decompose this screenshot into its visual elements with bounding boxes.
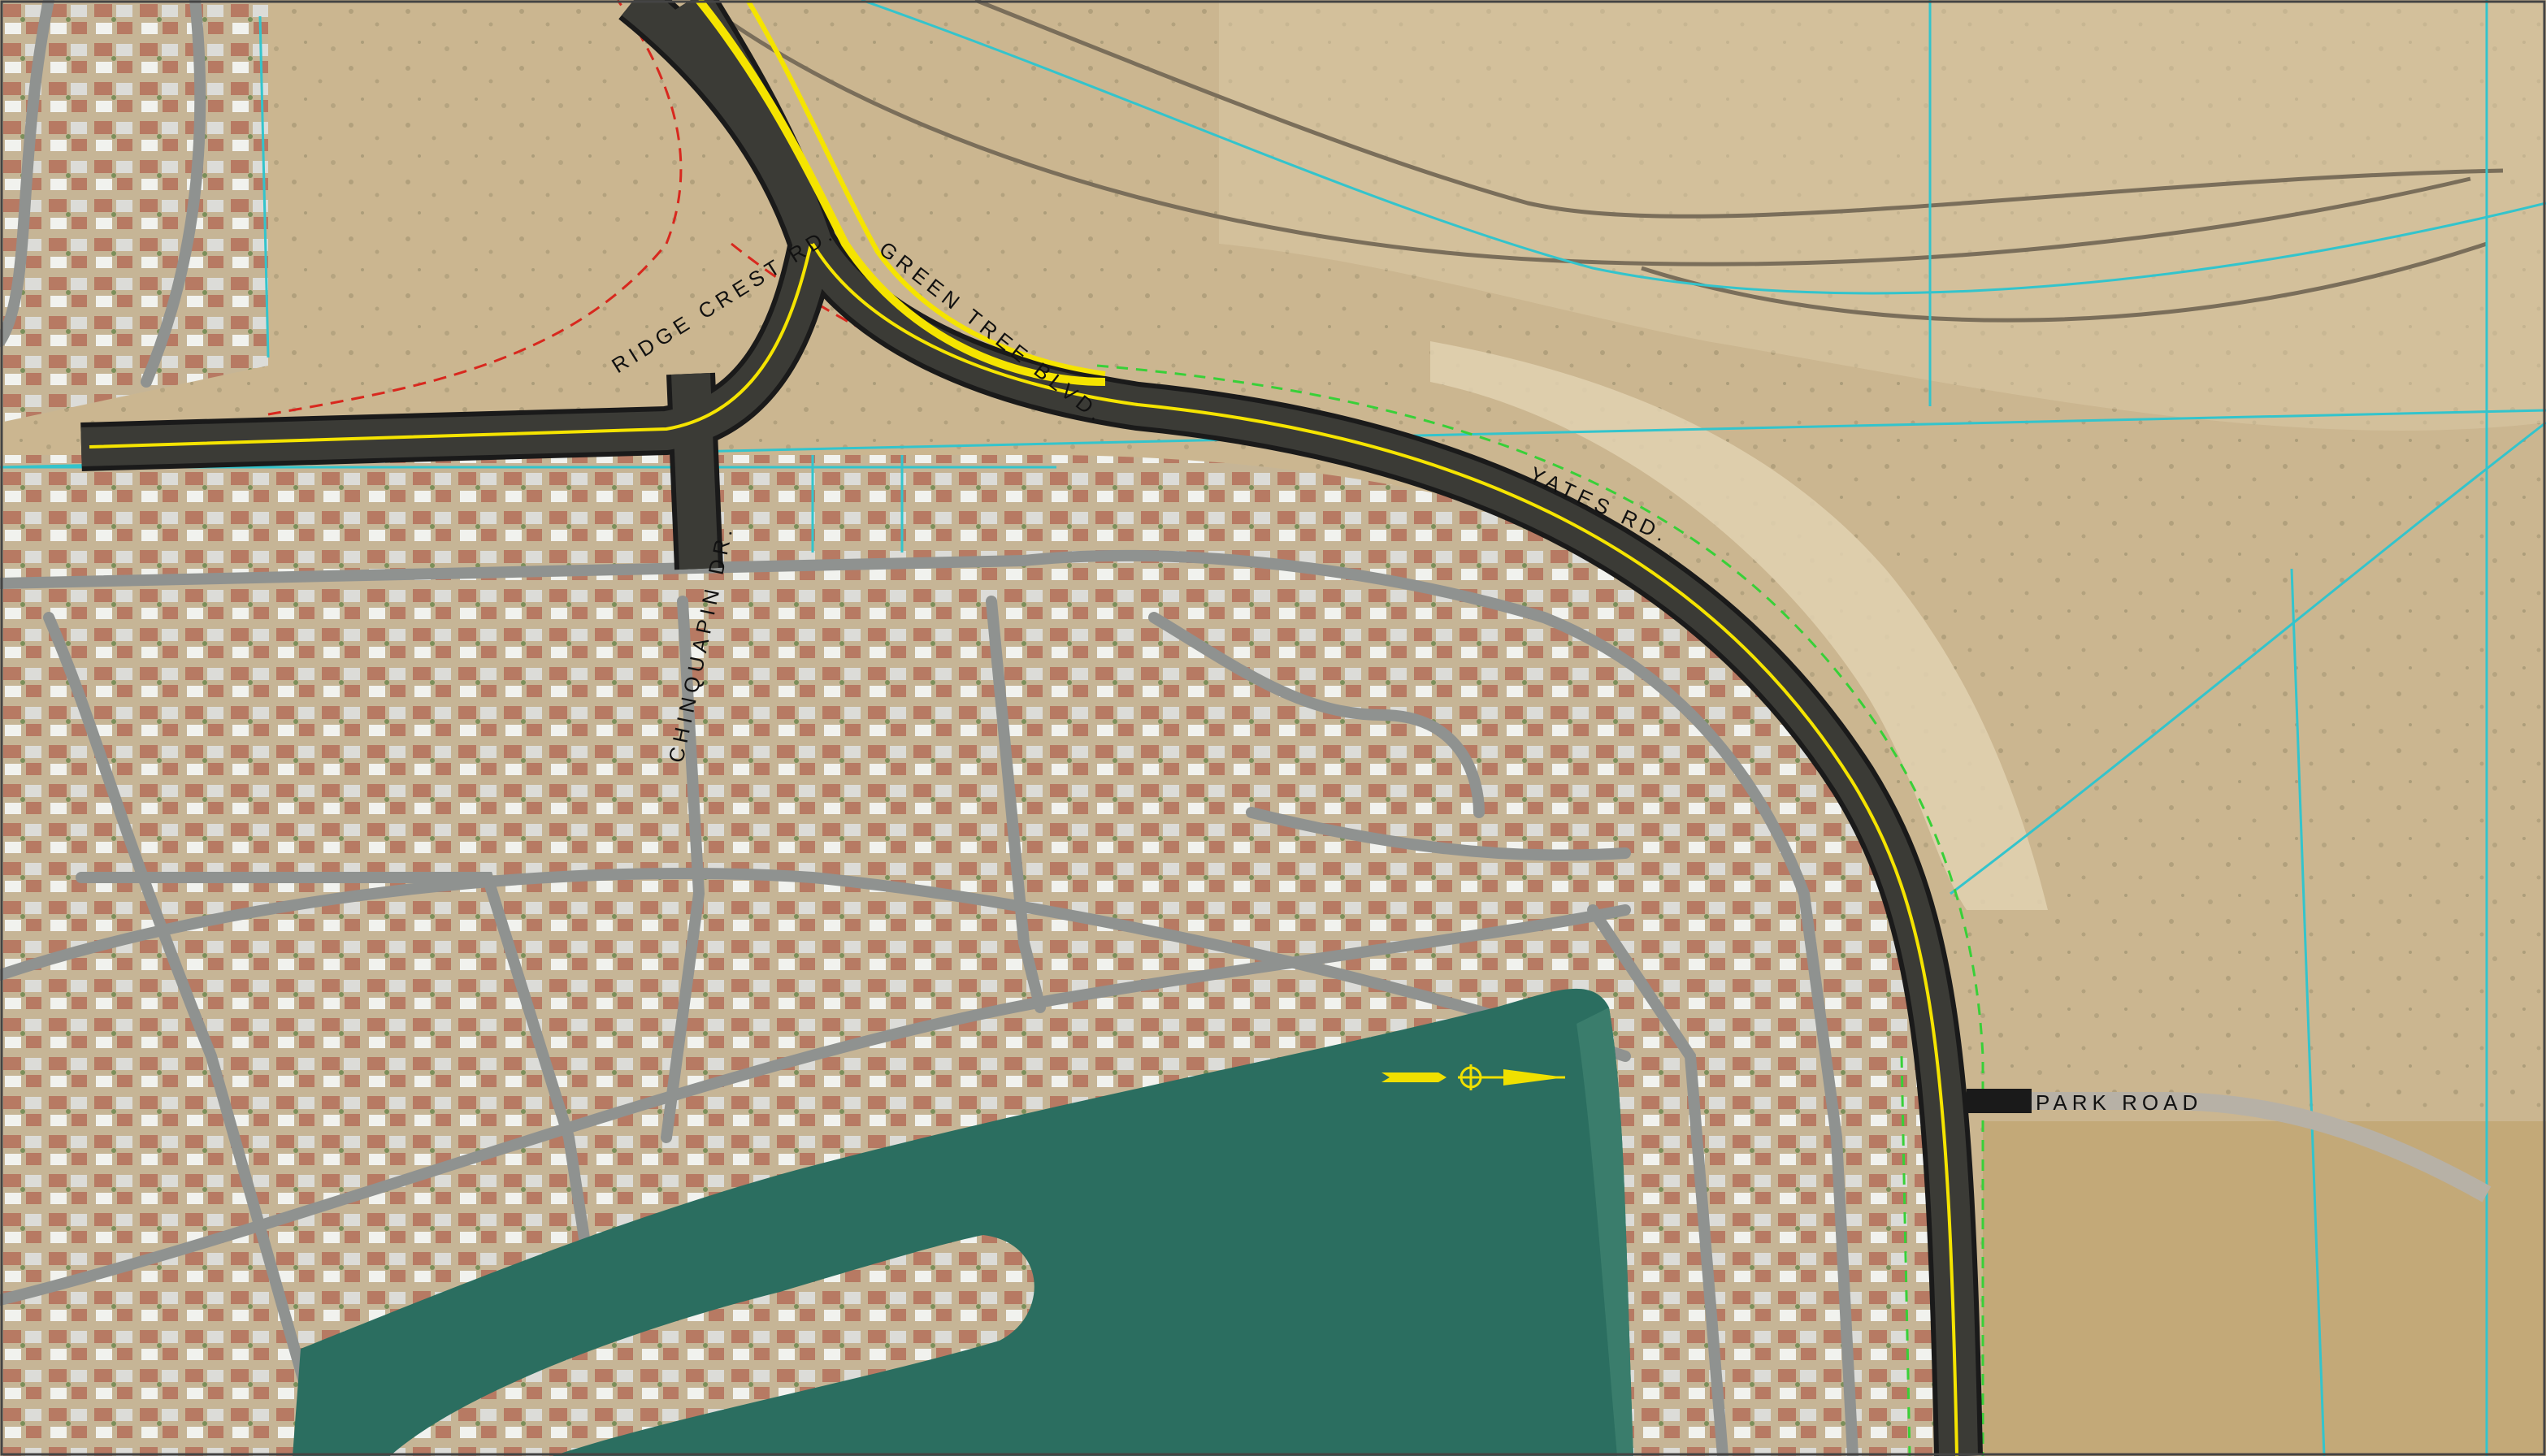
local-streets [0, 0, 1859, 1456]
north-arrow-icon [1381, 1064, 1565, 1090]
main-roadway [80, 0, 2492, 1456]
wash-north-area [1219, 0, 2546, 431]
dry-wash-channel [1430, 341, 2048, 910]
lake-island-peninsula [390, 1235, 1034, 1456]
construction-limit-green [1096, 364, 1984, 1456]
railroad-tracks [697, 0, 2504, 323]
lake-shallow-edge [1577, 1008, 1633, 1456]
label-park-road: PARK ROAD [2036, 1090, 2202, 1115]
